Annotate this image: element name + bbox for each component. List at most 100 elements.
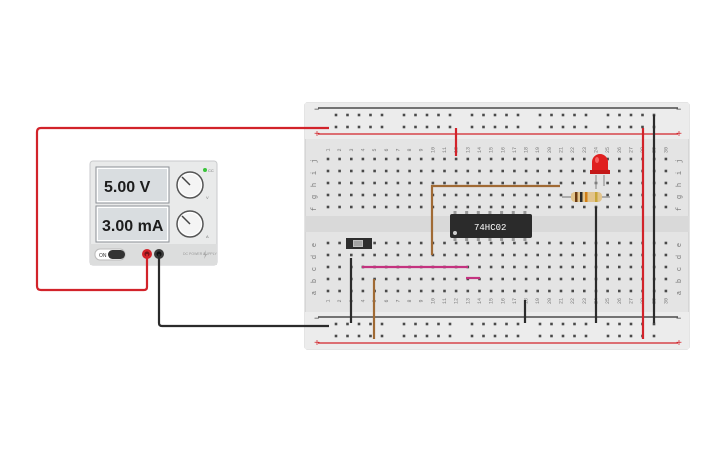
breadboard-hole[interactable] <box>548 253 551 257</box>
breadboard-hole[interactable] <box>384 277 388 281</box>
breadboard-hole[interactable] <box>513 193 516 197</box>
rail-hole[interactable] <box>437 125 440 129</box>
breadboard-hole[interactable] <box>524 277 528 281</box>
breadboard-hole[interactable] <box>454 193 458 197</box>
slide-switch-icon[interactable] <box>346 238 372 249</box>
breadboard-hole[interactable] <box>629 265 633 269</box>
breadboard-hole[interactable] <box>664 277 668 281</box>
breadboard-hole[interactable] <box>431 169 435 173</box>
breadboard-hole[interactable] <box>501 277 504 281</box>
breadboard-hole[interactable] <box>489 193 493 197</box>
rail-hole[interactable] <box>538 334 542 338</box>
breadboard-hole[interactable] <box>536 205 539 209</box>
breadboard-hole[interactable] <box>489 277 493 281</box>
breadboard-hole[interactable] <box>489 181 493 185</box>
rail-hole[interactable] <box>334 113 338 117</box>
breadboard-hole[interactable] <box>326 241 330 245</box>
breadboard-hole[interactable] <box>548 169 551 173</box>
breadboard-hole[interactable] <box>361 289 365 293</box>
breadboard-hole[interactable] <box>489 289 493 293</box>
breadboard-hole[interactable] <box>524 265 528 269</box>
breadboard-hole[interactable] <box>618 169 621 173</box>
breadboard-hole[interactable] <box>524 289 528 293</box>
breadboard-hole[interactable] <box>513 289 516 293</box>
breadboard-hole[interactable] <box>664 241 668 245</box>
breadboard-hole[interactable] <box>536 265 539 269</box>
rail-hole[interactable] <box>629 334 633 338</box>
rail-hole[interactable] <box>437 334 440 338</box>
rail-hole[interactable] <box>561 113 565 117</box>
breadboard-hole[interactable] <box>350 181 353 185</box>
breadboard-hole[interactable] <box>629 253 633 257</box>
breadboard-hole[interactable] <box>361 277 365 281</box>
breadboard-hole[interactable] <box>536 277 539 281</box>
rail-hole[interactable] <box>369 322 372 326</box>
rail-hole[interactable] <box>550 113 553 117</box>
breadboard-hole[interactable] <box>501 193 504 197</box>
breadboard-hole[interactable] <box>548 157 551 161</box>
breadboard-hole[interactable] <box>361 157 365 161</box>
rail-hole[interactable] <box>380 125 384 129</box>
breadboard-hole[interactable] <box>583 181 586 185</box>
breadboard-hole[interactable] <box>466 169 470 173</box>
breadboard-hole[interactable] <box>618 181 621 185</box>
breadboard-hole[interactable] <box>466 193 470 197</box>
breadboard-hole[interactable] <box>466 253 470 257</box>
breadboard-hole[interactable] <box>524 157 528 161</box>
breadboard-hole[interactable] <box>583 205 586 209</box>
breadboard-hole[interactable] <box>524 193 528 197</box>
rail-hole[interactable] <box>369 334 372 338</box>
rail-hole[interactable] <box>538 322 542 326</box>
breadboard-hole[interactable] <box>559 193 563 197</box>
breadboard-hole[interactable] <box>536 181 539 185</box>
breadboard-hole[interactable] <box>408 205 411 209</box>
breadboard-hole[interactable] <box>548 181 551 185</box>
rail-hole[interactable] <box>505 113 508 117</box>
rail-hole[interactable] <box>470 113 474 117</box>
breadboard-hole[interactable] <box>454 253 458 257</box>
rail-hole[interactable] <box>346 334 349 338</box>
rail-hole[interactable] <box>334 322 338 326</box>
breadboard-hole[interactable] <box>664 157 668 161</box>
breadboard-hole[interactable] <box>338 253 341 257</box>
breadboard-hole[interactable] <box>338 181 341 185</box>
rail-hole[interactable] <box>641 125 644 129</box>
breadboard-hole[interactable] <box>606 181 609 185</box>
breadboard-hole[interactable] <box>501 157 504 161</box>
rail-hole[interactable] <box>369 113 372 117</box>
rail-hole[interactable] <box>470 322 474 326</box>
breadboard-hole[interactable] <box>629 205 633 209</box>
breadboard-hole[interactable] <box>501 169 504 173</box>
breadboard-hole[interactable] <box>618 157 621 161</box>
breadboard-hole[interactable] <box>373 169 376 173</box>
red-supply-wire[interactable] <box>35 126 329 292</box>
breadboard-hole[interactable] <box>408 193 411 197</box>
breadboard-hole[interactable] <box>361 205 365 209</box>
power-toggle-icon[interactable] <box>108 250 125 259</box>
breadboard-hole[interactable] <box>629 289 633 293</box>
breadboard-hole[interactable] <box>559 241 563 245</box>
breadboard-hole[interactable] <box>489 157 493 161</box>
rail-hole[interactable] <box>629 125 633 129</box>
breadboard-hole[interactable] <box>338 205 341 209</box>
breadboard-hole[interactable] <box>618 241 621 245</box>
breadboard-hole[interactable] <box>350 205 353 209</box>
breadboard-hole[interactable] <box>548 289 551 293</box>
breadboard-hole[interactable] <box>384 241 388 245</box>
rail-hole[interactable] <box>437 113 440 117</box>
rail-hole[interactable] <box>334 334 338 338</box>
brown-jumper-top[interactable] <box>430 184 560 255</box>
breadboard-hole[interactable] <box>618 253 621 257</box>
rail-hole[interactable] <box>402 334 406 338</box>
breadboard-hole[interactable] <box>396 193 400 197</box>
rail-hole[interactable] <box>606 125 610 129</box>
breadboard-hole[interactable] <box>478 253 481 257</box>
black-supply-wire[interactable] <box>157 254 329 328</box>
breadboard-hole[interactable] <box>338 265 341 269</box>
breadboard-hole[interactable] <box>373 193 376 197</box>
breadboard-hole[interactable] <box>501 205 504 209</box>
rail-hole[interactable] <box>606 322 610 326</box>
breadboard-hole[interactable] <box>443 205 446 209</box>
breadboard-hole[interactable] <box>338 157 341 161</box>
breadboard-hole[interactable] <box>489 253 493 257</box>
